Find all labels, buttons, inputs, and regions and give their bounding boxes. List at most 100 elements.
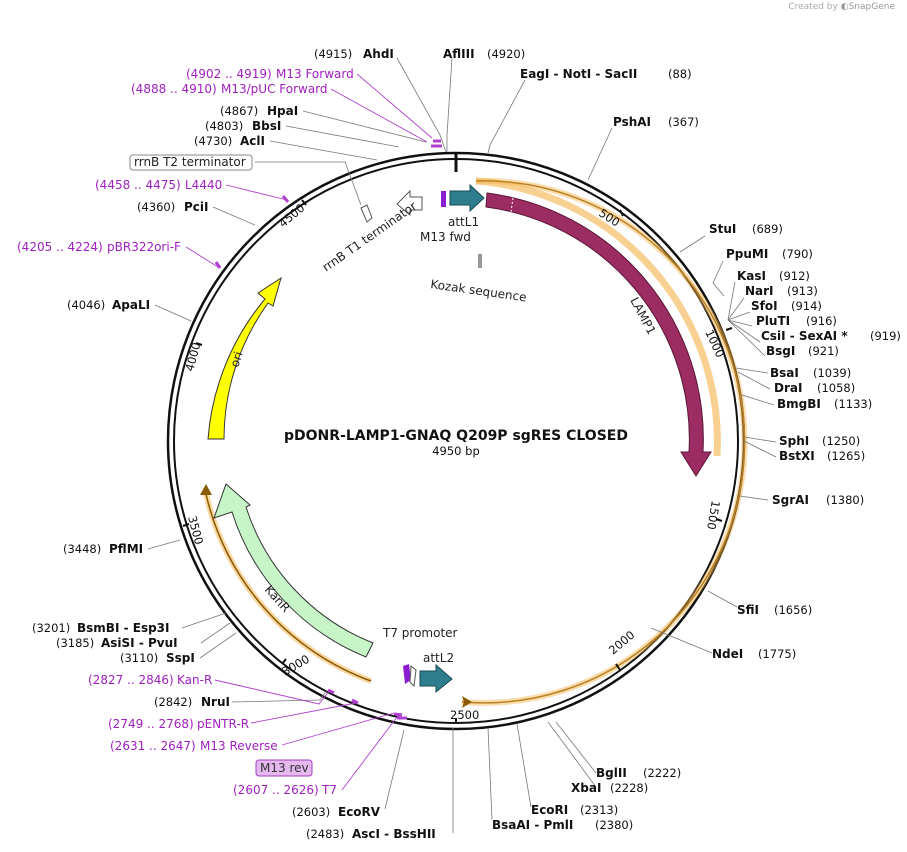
enzyme-stui[interactable]: StuI [709, 222, 736, 236]
enzyme-ecorv[interactable]: EcoRV [338, 805, 381, 819]
enzyme-xbai[interactable]: XbaI [571, 781, 601, 795]
feature-t7-promoter[interactable] [409, 665, 417, 688]
attl2-label: attL2 [423, 651, 454, 665]
enzyme-sspi[interactable]: SspI [166, 651, 195, 665]
enzyme-pluti[interactable]: PluTI [756, 314, 790, 328]
enzyme-pflmi[interactable]: PflMI [109, 542, 143, 556]
enzyme-pos-sphi: (1250) [822, 434, 860, 448]
feature-m13fwd[interactable] [441, 191, 446, 207]
enzyme-bmgbi[interactable]: BmgBI [777, 397, 821, 411]
enzyme-ecori[interactable]: EcoRI [531, 803, 568, 817]
primer-l4440[interactable]: L4440 [185, 178, 222, 192]
enzyme-kasi[interactable]: KasI [737, 269, 766, 283]
enzyme-bbsi[interactable]: BbsI [252, 119, 281, 133]
enzyme-pos-bsaai: (2380) [595, 818, 633, 832]
enzyme-bsaai-pmli[interactable]: BsaAI - PmlI [492, 818, 573, 832]
primer-m13puc-forward[interactable]: M13/pUC Forward [221, 82, 328, 96]
enzyme-pos-kasi: (912) [779, 269, 810, 283]
rrnb-t2-box [129, 154, 253, 171]
enzyme-pcii[interactable]: PciI [184, 200, 209, 214]
enzyme-pos-sspi: (3110) [120, 651, 158, 665]
enzyme-ppumi[interactable]: PpuMI [726, 247, 768, 261]
enzyme-sfoi[interactable]: SfoI [751, 299, 778, 313]
enzyme-pos-sfii: (1656) [774, 603, 812, 617]
enzyme-pos-asci: (2483) [306, 827, 344, 841]
plasmid-name: pDONR-LAMP1-GNAQ Q209P sgRES CLOSED [284, 428, 628, 444]
primer-range-l4440: (4458 .. 4475) [95, 178, 181, 192]
primer-m13-reverse[interactable]: M13 Reverse [200, 739, 278, 753]
primer-m13-forward[interactable]: M13 Forward [276, 67, 354, 81]
rrnb-t2-label[interactable]: rrnB T2 terminator [134, 155, 246, 169]
enzyme-aflii[interactable]: AflIII [443, 47, 475, 61]
tick-marks [182, 199, 733, 724]
credit-prefix: Created by [788, 2, 838, 12]
enzyme-pos-csii: (919) [870, 329, 901, 343]
enzyme-pos-eagi: (88) [668, 67, 692, 81]
orf-arrowhead-2 [200, 484, 212, 495]
enzyme-pos-bglii: (2222) [643, 766, 681, 780]
enzyme-acli[interactable]: AclI [240, 134, 265, 148]
enzyme-drai[interactable]: DraI [774, 381, 802, 395]
m13fwd-label: M13 fwd [420, 230, 471, 244]
enzyme-pos-bsai: (1039) [813, 366, 851, 380]
t7promoter-label: T7 promoter [382, 626, 458, 640]
enzyme-sgrai[interactable]: SgrAI [772, 493, 809, 507]
tick-2500: 2500 [450, 708, 479, 722]
enzyme-nari[interactable]: NarI [745, 284, 774, 298]
enzyme-pos-acli: (4730) [194, 134, 232, 148]
feature-kanr[interactable] [213, 483, 374, 658]
enzyme-sphi[interactable]: SphI [779, 434, 809, 448]
m13rev-box [255, 759, 313, 777]
enzyme-pos-aflii: (4920) [487, 47, 525, 61]
enzyme-nrui[interactable]: NruI [201, 695, 230, 709]
enzyme-eagi-noti-sacii[interactable]: EagI - NotI - SacII [520, 67, 637, 81]
enzyme-pos-ahdi: (4915) [314, 47, 352, 61]
primer-pbr322ori-f[interactable]: pBR322ori-F [107, 240, 181, 254]
primer-range-m13r: (2631 .. 2647) [110, 739, 196, 753]
feature-rrnb-t2[interactable] [360, 204, 373, 223]
enzyme-pos-bstxi: (1265) [827, 449, 865, 463]
feature-attl1[interactable] [449, 183, 485, 213]
orf-line-1 [461, 180, 746, 704]
plasmid-length: 4950 bp [432, 444, 480, 458]
enzyme-pos-nari: (913) [787, 284, 818, 298]
feature-rrnb-t1[interactable] [396, 189, 423, 217]
enzyme-sfii[interactable]: SfiI [737, 603, 759, 617]
enzyme-bglii[interactable]: BglII [596, 766, 627, 780]
feature-kozak[interactable] [478, 254, 482, 268]
kozak-label: Kozak sequence [430, 277, 528, 304]
tick-1500: 1500 [704, 499, 723, 530]
enzyme-pos-ecori: (2313) [580, 803, 618, 817]
enzyme-asci-bsshii[interactable]: AscI - BssHII [352, 827, 436, 841]
enzyme-bstxi[interactable]: BstXI [779, 449, 815, 463]
enzyme-pos-bbsi: (4803) [205, 119, 243, 133]
enzyme-ahdi[interactable]: AhdI [363, 47, 394, 61]
primer-range-t7: (2607 .. 2626) [233, 783, 319, 797]
primer-range-m13puc: (4888 .. 4910) [131, 82, 217, 96]
feature-ori[interactable] [207, 276, 282, 440]
primer-t7[interactable]: T7 [321, 783, 337, 797]
enzyme-pos-sfoi: (914) [791, 299, 822, 313]
feature-attl2[interactable] [419, 663, 453, 694]
credit-brand: SnapGene [848, 2, 895, 12]
m13rev-label[interactable]: M13 rev [260, 761, 309, 775]
enzyme-pos-bmgbi: (1133) [834, 397, 872, 411]
enzyme-pos-ppumi: (790) [782, 247, 813, 261]
enzyme-hpai[interactable]: HpaI [267, 104, 298, 118]
enzyme-pos-bsgi: (921) [808, 344, 839, 358]
enzyme-bsai[interactable]: BsaI [770, 366, 799, 380]
enzyme-bsmbi-esp3i[interactable]: BsmBI - Esp3I [77, 621, 169, 635]
primer-marks [214, 139, 442, 720]
feature-lamp1[interactable] [485, 192, 712, 477]
primer-pentr-r[interactable]: pENTR-R [197, 717, 249, 731]
tick-3000: 3000 [280, 652, 312, 679]
enzyme-asisi-pvui[interactable]: AsiSI - PvuI [101, 636, 178, 650]
primer-kan-r[interactable]: Kan-R [177, 673, 212, 687]
enzyme-apali[interactable]: ApaLI [112, 298, 150, 312]
enzyme-csii-sexai[interactable]: CsiI - SexAI * [761, 329, 848, 343]
enzyme-pshai[interactable]: PshAI [613, 115, 651, 129]
feature-m13rev-bar[interactable] [403, 664, 411, 684]
enzyme-leaders [147, 57, 777, 833]
enzyme-bsgi[interactable]: BsgI [766, 344, 795, 358]
enzyme-ndei[interactable]: NdeI [712, 647, 743, 661]
